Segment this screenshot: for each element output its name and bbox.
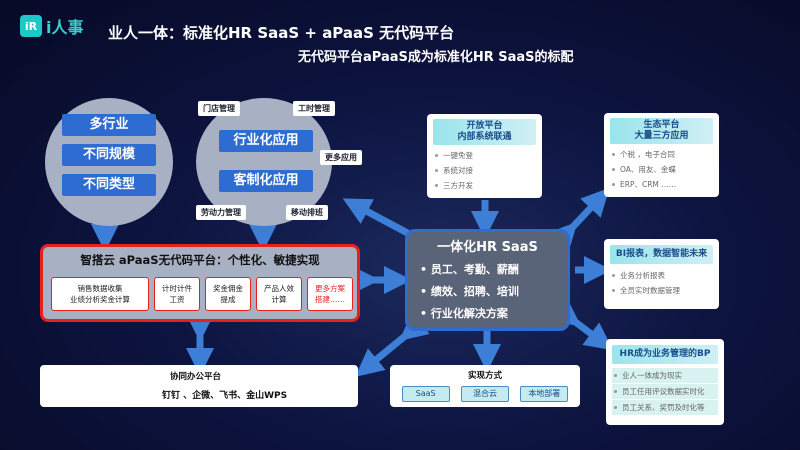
eco-platform-card: 生态平台 大量三方应用 个税 ，电子合同 OA、用友、金蝶 ERP、CRM …… (604, 113, 719, 197)
eco-platform-title: 生态平台 大量三方应用 (610, 118, 713, 144)
tag-store-management: 门店管理 (198, 101, 240, 116)
open-platform-item: 系统对接 (433, 163, 542, 178)
title-line-2: 无代码平台aPaaS成为标准化HR SaaS的标配 (298, 50, 574, 65)
tag-hours-management: 工时管理 (293, 101, 335, 116)
hr-saas-bullet: • 员工、考勤、薪酬 (420, 263, 519, 276)
pill-different-scale: 不同规模 (62, 144, 156, 166)
open-platform-item: 一键免登 (433, 148, 542, 163)
eco-platform-item: OA、用友、金蝶 (610, 162, 719, 177)
apaas-item-more: 更多方案 搭建…… (307, 277, 353, 311)
deploy-option-saas: SaaS (401, 386, 450, 402)
pill-multi-industry: 多行业 (62, 114, 156, 136)
bp-item: 员工任用评议数据实时化 (612, 384, 718, 399)
logo-mark: iR (20, 15, 42, 37)
bi-card: BI报表，数据智能未来 业务分析报表 全员实时数据管理 (604, 239, 719, 309)
collab-apps: 钉钉 、企微、飞书、金山WPS (162, 391, 288, 401)
apaas-item-piece-wage: 计时计件 工资 (154, 277, 200, 311)
pill-different-type: 不同类型 (62, 174, 156, 196)
pill-custom-apps: 客制化应用 (219, 170, 313, 192)
collab-title: 协同办公平台 (170, 372, 222, 382)
eco-platform-item: ERP、CRM …… (610, 177, 719, 192)
tag-mobile-scheduling: 移动排班 (286, 205, 328, 220)
bp-item: 员工关系、奖罚及时化等 (612, 400, 718, 415)
apaas-item-efficiency: 产品人效 计算 (256, 277, 302, 311)
application-circle (196, 98, 332, 226)
logo-text: i人事 (46, 18, 84, 37)
deploy-title: 实现方式 (467, 371, 502, 381)
arrow-hr-bp (550, 298, 614, 351)
open-platform-card: 开放平台 内部系统联通 一键免登 系统对接 三方开发 (427, 114, 542, 198)
hr-saas-core: 一体化HR SaaS • 员工、考勤、薪酬 • 绩效、招聘、培训 • 行业化解决… (405, 229, 570, 331)
open-platform-item: 三方开发 (433, 178, 542, 193)
open-platform-title: 开放平台 内部系统联通 (433, 119, 536, 145)
bp-title: HR成为业务管理的BP (612, 345, 718, 364)
apaas-title: 智搭云 aPaaS无代码平台：个性化、敏捷实现 (80, 253, 320, 267)
tag-workforce-management: 劳动力管理 (196, 205, 246, 220)
apaas-item-sales-data: 销售数据收集 业绩分析奖金计算 (51, 277, 149, 311)
deploy-option-hybrid: 混合云 (460, 386, 509, 402)
bi-item: 全员实时数据管理 (610, 283, 719, 298)
hr-saas-bullet: • 绩效、招聘、培训 (420, 285, 519, 298)
tag-more-apps: 更多应用 (320, 150, 362, 165)
hr-saas-title: 一体化HR SaaS (437, 240, 538, 255)
eco-platform-item: 个税 ，电子合同 (610, 147, 719, 162)
deployment-card: 实现方式 SaaS 混合云 本地部署 (390, 365, 580, 407)
bp-card: HR成为业务管理的BP 业人一体成为现实 员工任用评议数据实时化 员工关系、奖罚… (606, 339, 724, 425)
hr-saas-bullet: • 行业化解决方案 (420, 307, 508, 320)
bi-item: 业务分析报表 (610, 268, 719, 283)
bi-title: BI报表，数据智能未来 (610, 245, 713, 264)
bp-item: 业人一体成为现实 (612, 368, 718, 383)
collab-platform-card: 协同办公平台 钉钉 、企微、飞书、金山WPS (40, 365, 358, 407)
apaas-item-commission: 奖金佣金 提成 (205, 277, 251, 311)
title-line-1: 业人一体：标准化HR SaaS + aPaaS 无代码平台 (108, 24, 455, 42)
arrow-hr-eco (548, 187, 610, 252)
arrow-hr-collab (355, 312, 430, 377)
brand-logo: iR i人事 (20, 14, 84, 38)
deploy-option-onprem: 本地部署 (520, 386, 569, 402)
pill-industry-apps: 行业化应用 (219, 130, 313, 152)
apaas-platform: 智搭云 aPaaS无代码平台：个性化、敏捷实现 销售数据收集 业绩分析奖金计算 … (40, 244, 360, 322)
arrow-hr-mid-circle (342, 198, 434, 256)
